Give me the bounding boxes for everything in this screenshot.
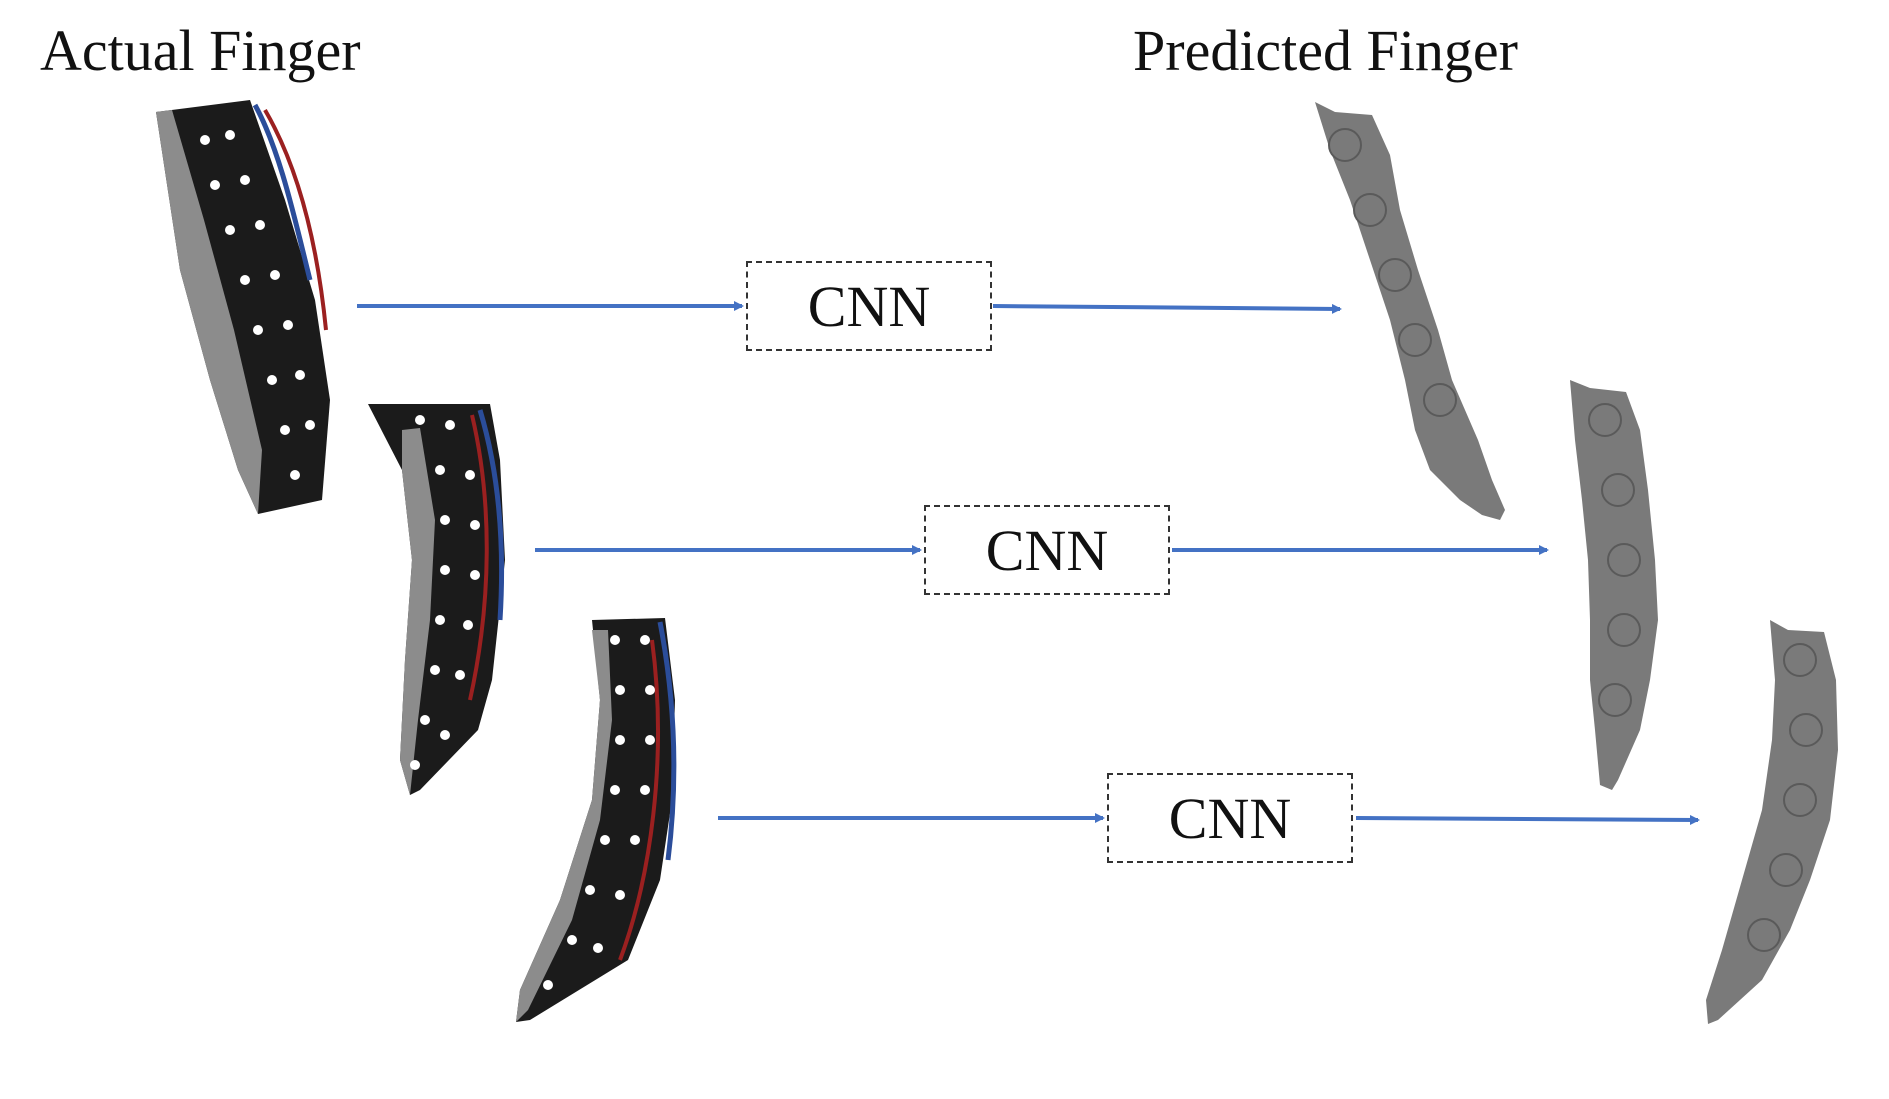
cnn-box-3: CNN (1107, 773, 1353, 863)
predicted-finger-heading: Predicted Finger (1133, 18, 1518, 83)
actual-finger-1 (156, 100, 330, 514)
cnn-label-1: CNN (807, 273, 931, 339)
predicted-finger-2 (1570, 380, 1658, 790)
actual-finger-heading: Actual Finger (40, 18, 361, 83)
predicted-finger-3 (1706, 620, 1838, 1024)
actual-finger-2 (368, 404, 505, 795)
cnn-box-1: CNN (746, 261, 992, 351)
cnn-box-2: CNN (924, 505, 1170, 595)
predicted-finger-1 (1315, 102, 1505, 520)
cnn-label-2: CNN (985, 517, 1109, 583)
cnn-label-3: CNN (1168, 785, 1292, 851)
actual-finger-3 (516, 618, 677, 1022)
arrow-row-3 (718, 813, 1700, 825)
arrow-row-1 (357, 301, 1342, 314)
